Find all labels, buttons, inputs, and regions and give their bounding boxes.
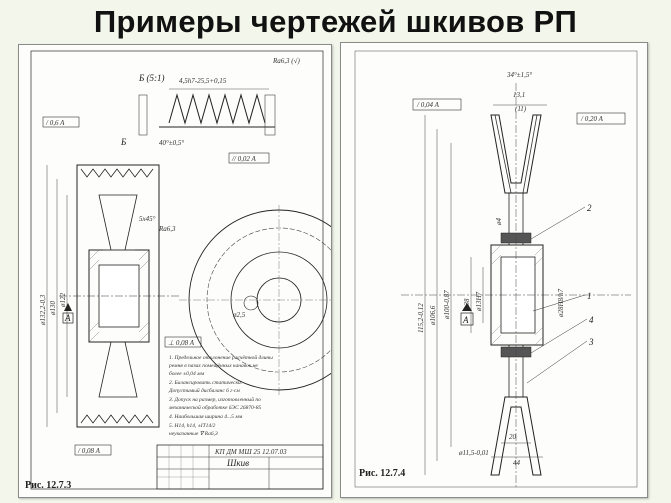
svg-text:4. Наибольшая ширина 4...5 мм: 4. Наибольшая ширина 4...5 мм: [169, 413, 243, 420]
svg-text:ø28Н8/h7: ø28Н8/h7: [557, 289, 565, 319]
left-pulley-drawing: Ra6,3 (√) Б (5:1) 4,5h7-25,5+0,15 40°±0,…: [30, 50, 331, 490]
svg-text:ø11,5-0,01: ø11,5-0,01: [458, 449, 489, 457]
svg-text:5x45°: 5x45°: [139, 215, 156, 223]
detail-label: Б (5:1): [138, 73, 165, 83]
svg-text:ø122: ø122: [59, 293, 67, 309]
title-block-doc-number: КП ДМ МШ 25 12.07.03: [214, 448, 287, 456]
svg-text:/ 0,6 A: / 0,6 A: [45, 119, 65, 127]
title-block: КП ДМ МШ 25 12.07.03 Шкив: [156, 444, 324, 490]
svg-text:Допустимый дисбаланс 6 г·см: Допустимый дисбаланс 6 г·см: [168, 387, 240, 394]
svg-text:Ra6,3: Ra6,3: [158, 225, 176, 233]
svg-text:34°±1,5°: 34°±1,5°: [506, 71, 532, 79]
part-callouts: 2 1 4 3: [526, 203, 594, 384]
svg-text:5. Н14, h14, ±IT14/2: 5. Н14, h14, ±IT14/2: [169, 422, 216, 429]
svg-text:20: 20: [509, 433, 517, 441]
svg-text:(11): (11): [515, 105, 527, 113]
svg-text:ø13Н7: ø13Н7: [475, 291, 483, 312]
svg-text:13,1: 13,1: [513, 91, 525, 99]
svg-text:механической обработке 6ЭС 268: механической обработке 6ЭС 26870-85: [168, 404, 261, 411]
right-figure-caption: Рис. 12.7.4: [359, 468, 406, 479]
svg-text:// 0,02 A: // 0,02 A: [231, 155, 257, 163]
slide-title: Примеры чертежей шкивов РП: [93, 4, 578, 39]
svg-text:40°±0,5°: 40°±0,5°: [159, 139, 184, 147]
svg-text:неуказанные ∇ Ra6,3: неуказанные ∇ Ra6,3: [169, 431, 218, 437]
callout-1: 1: [587, 291, 592, 301]
left-figure-caption: Рис. 12.7.3: [25, 480, 72, 491]
callout-2: 2: [587, 203, 592, 213]
svg-text:115,2-0,12: 115,2-0,12: [417, 303, 425, 333]
pulley-side-section: [401, 83, 631, 489]
view-b-label: Б: [120, 137, 127, 147]
svg-text:/ 0,20 A: / 0,20 A: [580, 115, 604, 123]
callout-4: 4: [589, 315, 594, 325]
svg-text:ø132,2-0,3: ø132,2-0,3: [39, 294, 47, 326]
pulley-section: [59, 164, 179, 428]
svg-text:ø4: ø4: [495, 218, 503, 227]
right-drawing-sheet: 34°±1,5° 13,1 (11) / 0,04 A / 0,20 A: [340, 42, 648, 498]
svg-text:44: 44: [513, 459, 521, 467]
svg-text:/ 0,04 A: / 0,04 A: [416, 101, 440, 109]
roughness-mark: Ra6,3 (√): [272, 57, 300, 65]
svg-text:ремня в пазах помещённых канав: ремня в пазах помещённых канавок не: [168, 363, 258, 369]
svg-text:ø106,6: ø106,6: [429, 305, 437, 326]
datum-a-left: А: [64, 313, 71, 323]
svg-text:более ±0,04 мм: более ±0,04 мм: [169, 370, 205, 377]
datum-a-right: А: [462, 315, 469, 325]
svg-text:2. Балансировать статически.: 2. Балансировать статически.: [169, 380, 242, 386]
callout-3: 3: [588, 337, 594, 347]
svg-text:ø2,5: ø2,5: [232, 311, 246, 319]
svg-text:/ 0,08 A: / 0,08 A: [77, 447, 101, 455]
pulley-end-view: ø2,5: [179, 205, 331, 395]
svg-text:ø100-0,87: ø100-0,87: [443, 290, 451, 320]
title-block-part-name: Шкив: [226, 458, 249, 468]
svg-text:3. Допуск на размер, изготовле: 3. Допуск на размер, изготовленный по: [168, 396, 261, 403]
svg-text:4,5h7-25,5+0,15: 4,5h7-25,5+0,15: [179, 77, 227, 85]
svg-text:1. Предельное отклонение расчё: 1. Предельное отклонение расчётной длины: [169, 354, 273, 361]
technical-notes: 1. Предельное отклонение расчётной длины…: [168, 354, 273, 437]
svg-text:ø130: ø130: [49, 301, 57, 317]
left-drawing-sheet: Ra6,3 (√) Б (5:1) 4,5h7-25,5+0,15 40°±0,…: [18, 44, 332, 498]
right-pulley-drawing: 34°±1,5° 13,1 (11) / 0,04 A / 0,20 A: [354, 50, 638, 489]
svg-text:⊥ 0,08 A: ⊥ 0,08 A: [168, 339, 195, 347]
